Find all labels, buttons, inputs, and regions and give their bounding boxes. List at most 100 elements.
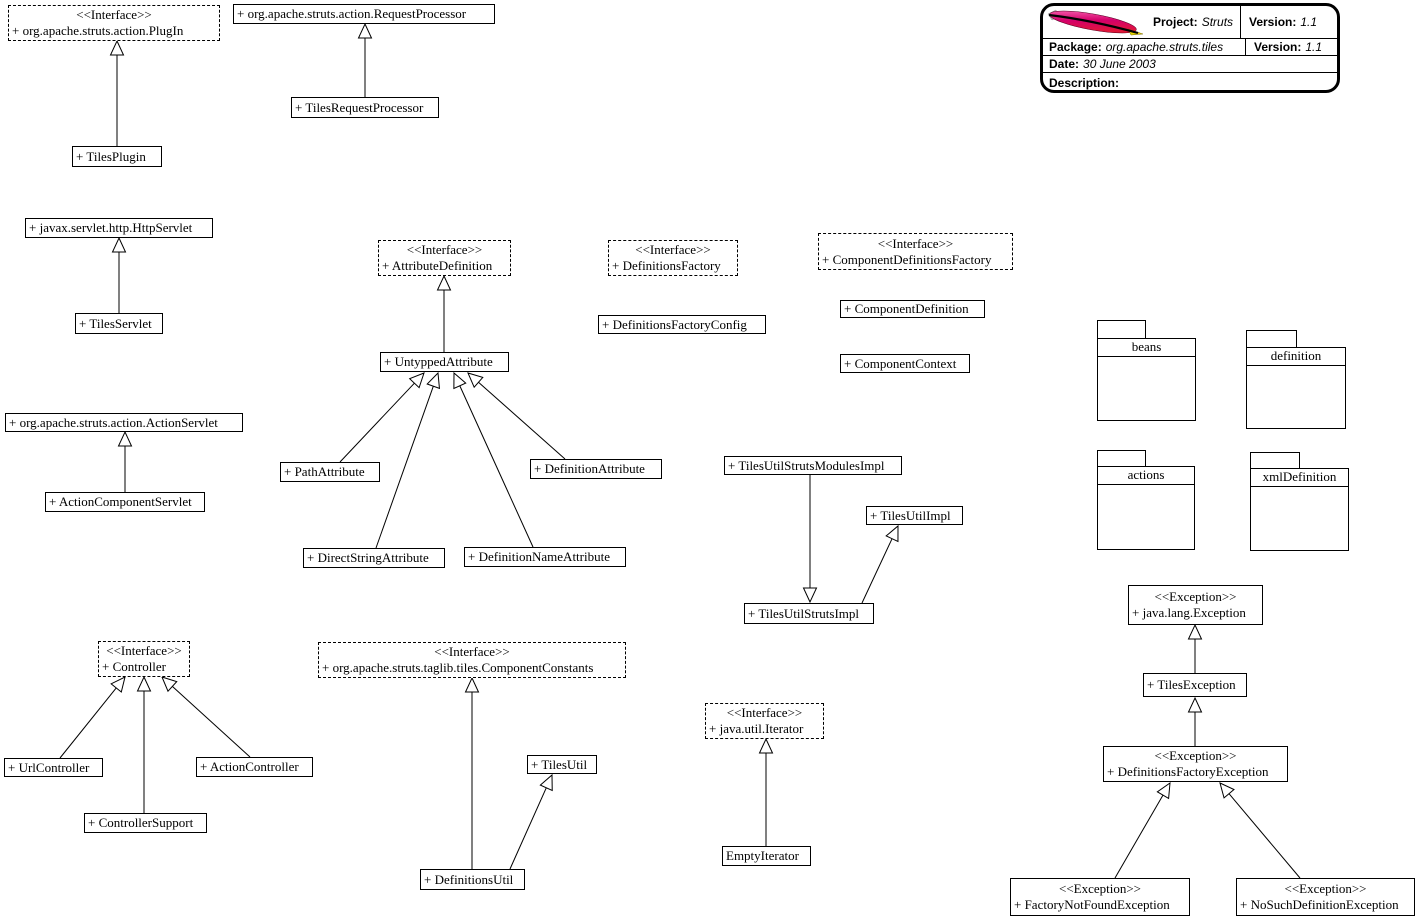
- node-label: + NoSuchDefinitionException: [1240, 897, 1399, 912]
- stereotype-label: <<Interface>>: [635, 242, 711, 257]
- exception-node-definitions-factory-exception: <<Exception>>+ DefinitionsFactoryExcepti…: [1103, 746, 1288, 782]
- generalization-arrow-factory-not-found-exception-to-definitions-factory-exception: [1156, 781, 1171, 800]
- version-label: Version:: [1254, 40, 1302, 54]
- generalization-arrow-direct-string-attribute-to-untypped-attribute: [426, 371, 441, 390]
- package-tab-beans: [1097, 320, 1146, 339]
- generalization-arrow-tiles-exception-to-java-lang-exception: [1187, 623, 1203, 640]
- node-label: EmptyIterator: [726, 848, 799, 863]
- edge-line-url-controller-to-controller-interface: [59, 687, 117, 759]
- title-block-row-description: Description:: [1043, 73, 1337, 90]
- node-label: + UntyppedAttribute: [384, 354, 493, 369]
- class-node-tiles-util: + TilesUtil: [527, 755, 597, 774]
- node-label: + DefinitionNameAttribute: [468, 549, 610, 564]
- class-node-controller-support: + ControllerSupport: [84, 813, 207, 833]
- node-label: + java.util.Iterator: [709, 721, 804, 736]
- node-label: + UrlController: [8, 759, 90, 775]
- title-block: Project: Struts Version: 1.1 Package: or…: [1040, 3, 1340, 93]
- exception-node-java-lang-exception: <<Exception>>+ java.lang.Exception: [1128, 585, 1263, 625]
- node-label: + FactoryNotFoundException: [1014, 897, 1170, 912]
- stereotype-label: <<Interface>>: [434, 644, 510, 659]
- version-cell-row1: Version: 1.1: [1243, 15, 1317, 29]
- generalization-arrow-tiles-util-struts-modules-impl-to-tiles-util-struts-impl: [802, 587, 818, 604]
- node-label: + org.apache.struts.action.PlugIn: [12, 23, 184, 38]
- node-label: + AttributeDefinition: [382, 258, 493, 273]
- stereotype-label: <<Interface>>: [406, 242, 483, 257]
- generalization-arrow-no-such-definition-exception-to-definitions-factory-exception: [1219, 782, 1235, 799]
- stereotype-label: <<Interface>>: [106, 643, 182, 658]
- class-node-direct-string-attribute: + DirectStringAttribute: [303, 548, 445, 568]
- node-label: + DefinitionsFactory: [612, 258, 721, 273]
- package-label: xmlDefinition: [1251, 469, 1348, 487]
- title-divider: [1240, 6, 1241, 38]
- version-value: 1.1: [1300, 15, 1318, 29]
- package-node-beans: beans: [1097, 338, 1196, 421]
- node-label: + PathAttribute: [284, 464, 365, 479]
- project-label: Project:: [1153, 15, 1198, 29]
- edge-line-definitions-util-to-tiles-util: [509, 787, 547, 870]
- edge-line-tiles-util-struts-impl-to-tiles-util-impl: [861, 538, 893, 604]
- date-label: Date:: [1049, 57, 1080, 71]
- class-node-tiles-request-processor: + TilesRequestProcessor: [291, 97, 439, 118]
- generalization-arrow-definitions-util-to-component-constants: [464, 676, 480, 693]
- package-label: actions: [1098, 467, 1194, 485]
- stereotype-label: <<Interface>>: [877, 235, 954, 251]
- node-label: + TilesPlugin: [76, 148, 146, 164]
- class-node-definitions-factory-config: + DefinitionsFactoryConfig: [598, 315, 766, 334]
- stereotype-label: <<Exception>>: [1058, 881, 1142, 896]
- version-cell-row2: Version: 1.1: [1248, 40, 1322, 54]
- apache-feather-logo: [1046, 8, 1146, 37]
- node-label: + org.apache.struts.taglib.tiles.Compone…: [322, 660, 594, 675]
- package-label: beans: [1098, 339, 1195, 357]
- node-label: + DefinitionsFactoryException: [1107, 764, 1269, 779]
- class-node-action-controller: + ActionController: [196, 757, 313, 777]
- node-label: + ActionController: [200, 759, 299, 774]
- title-block-row-project: Project: Struts Version: 1.1: [1043, 6, 1337, 39]
- package-node-xmlDefinition: xmlDefinition: [1250, 468, 1349, 551]
- generalization-arrow-controller-support-to-controller-interface: [136, 675, 152, 692]
- node-label: + javax.servlet.http.HttpServlet: [29, 220, 193, 235]
- stereotype-label: <<Interface>>: [76, 7, 152, 22]
- stereotype-label: <<Exception>>: [1154, 589, 1237, 604]
- class-node-action-servlet: + org.apache.struts.action.ActionServlet: [5, 413, 243, 432]
- class-node-untypped-attribute: + UntyppedAttribute: [380, 352, 509, 372]
- node-label: + org.apache.struts.action.RequestProces…: [237, 6, 467, 21]
- class-node-tiles-util-struts-modules-impl: + TilesUtilStrutsModulesImpl: [724, 456, 902, 475]
- generalization-arrow-definition-name-attribute-to-untypped-attribute: [453, 371, 467, 390]
- class-node-empty-iterator: EmptyIterator: [722, 846, 811, 866]
- package-label: definition: [1247, 348, 1345, 366]
- node-label: + DirectStringAttribute: [307, 550, 429, 565]
- exception-node-no-such-definition-exception: <<Exception>>+ NoSuchDefinitionException: [1236, 878, 1415, 916]
- package-value: org.apache.struts.tiles: [1105, 40, 1224, 54]
- package-node-actions: actions: [1097, 466, 1195, 550]
- node-label: + org.apache.struts.action.ActionServlet: [9, 414, 218, 430]
- stereotype-label: <<Exception>>: [1284, 881, 1367, 896]
- class-node-url-controller: + UrlController: [4, 758, 103, 777]
- edge-line-no-such-definition-exception-to-definitions-factory-exception: [1228, 793, 1301, 879]
- package-tab-definition: [1246, 330, 1297, 348]
- generalization-arrow-untypped-attribute-to-attribute-definition: [436, 274, 452, 291]
- stereotype-label: <<Interface>>: [726, 705, 803, 720]
- class-node-action-component-servlet: + ActionComponentServlet: [45, 492, 205, 512]
- node-label: + ActionComponentServlet: [49, 494, 192, 509]
- node-label: + TilesUtilStrutsImpl: [748, 605, 860, 621]
- interface-node-attribute-definition: <<Interface>>+ AttributeDefinition: [378, 240, 511, 276]
- date-value: 30 June 2003: [1083, 57, 1156, 71]
- class-node-component-context: + ComponentContext: [840, 354, 970, 373]
- package-label: Package:: [1049, 40, 1102, 54]
- generalization-arrow-definition-attribute-to-untypped-attribute: [467, 372, 484, 389]
- edge-line-definition-attribute-to-untypped-attribute: [478, 381, 566, 460]
- node-label: + DefinitionsFactoryConfig: [602, 316, 747, 332]
- class-node-definitions-util: + DefinitionsUtil: [420, 869, 525, 890]
- generalization-arrow-definitions-util-to-tiles-util: [539, 773, 553, 792]
- interface-node-controller-interface: <<Interface>>+ Controller: [98, 641, 190, 677]
- class-node-request-processor: + org.apache.struts.action.RequestProces…: [233, 4, 495, 24]
- node-label: + TilesException: [1147, 677, 1236, 692]
- edge-line-factory-not-found-exception-to-definitions-factory-exception: [1114, 794, 1164, 879]
- generalization-arrow-tiles-util-struts-impl-to-tiles-util-impl: [885, 524, 899, 543]
- generalization-arrow-empty-iterator-to-iterator-interface: [758, 737, 774, 754]
- node-label: + ComponentDefinitionsFactory: [822, 251, 992, 267]
- generalization-arrow-tiles-servlet-to-http-servlet: [111, 236, 127, 253]
- interface-node-component-constants: <<Interface>>+ org.apache.struts.taglib.…: [318, 642, 626, 678]
- edge-line-definition-name-attribute-to-untypped-attribute: [459, 385, 534, 548]
